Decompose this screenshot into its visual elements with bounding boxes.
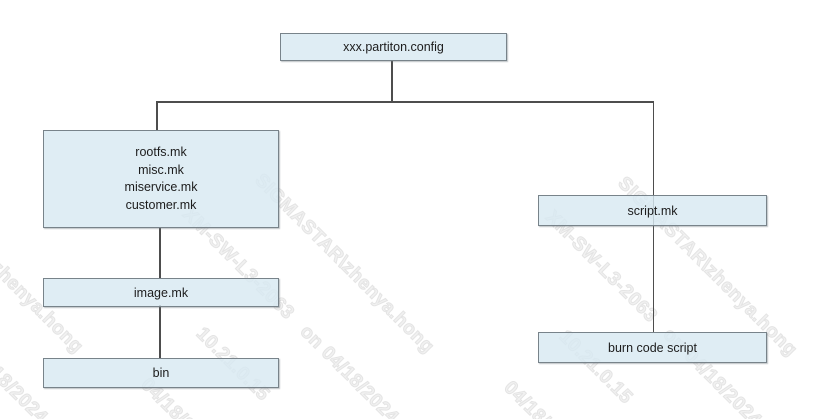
- connector-image-to-bin: [159, 305, 161, 359]
- node-burn-code-script: burn code script: [538, 332, 767, 363]
- node-bin-label: bin: [152, 366, 170, 380]
- connector-group-to-image: [159, 227, 161, 279]
- node-image-mk-label: image.mk: [133, 285, 189, 300]
- watermark-line: 14:05:29: [381, 364, 608, 419]
- connector-left-drop: [156, 101, 158, 131]
- node-script-mk: script.mk: [538, 195, 767, 226]
- node-root-config: xxx.partiton.config: [280, 33, 507, 61]
- node-image-mk: image.mk: [43, 278, 279, 307]
- node-root-config-label: xxx.partiton.config: [343, 40, 444, 54]
- connector-horizontal: [156, 101, 654, 103]
- watermark-tile: SIGMASTAR\zhenya.hong XM-SW-L3-2063 on 0…: [345, 117, 814, 419]
- node-bin: bin: [43, 358, 279, 388]
- node-script-mk-label: script.mk: [627, 203, 678, 218]
- node-mk-group: rootfs.mk misc.mk miservice.mk customer.…: [43, 130, 279, 228]
- node-burn-code-script-label: burn code script: [608, 340, 697, 355]
- node-mk-group-line: rootfs.mk: [135, 145, 187, 159]
- node-mk-group-line: misc.mk: [138, 162, 184, 177]
- node-mk-group-line: miservice.mk: [124, 180, 198, 194]
- node-mk-group-line: customer.mk: [125, 197, 197, 212]
- watermark-line: 04/18/2024: [434, 311, 661, 419]
- connector-root-down: [391, 60, 393, 103]
